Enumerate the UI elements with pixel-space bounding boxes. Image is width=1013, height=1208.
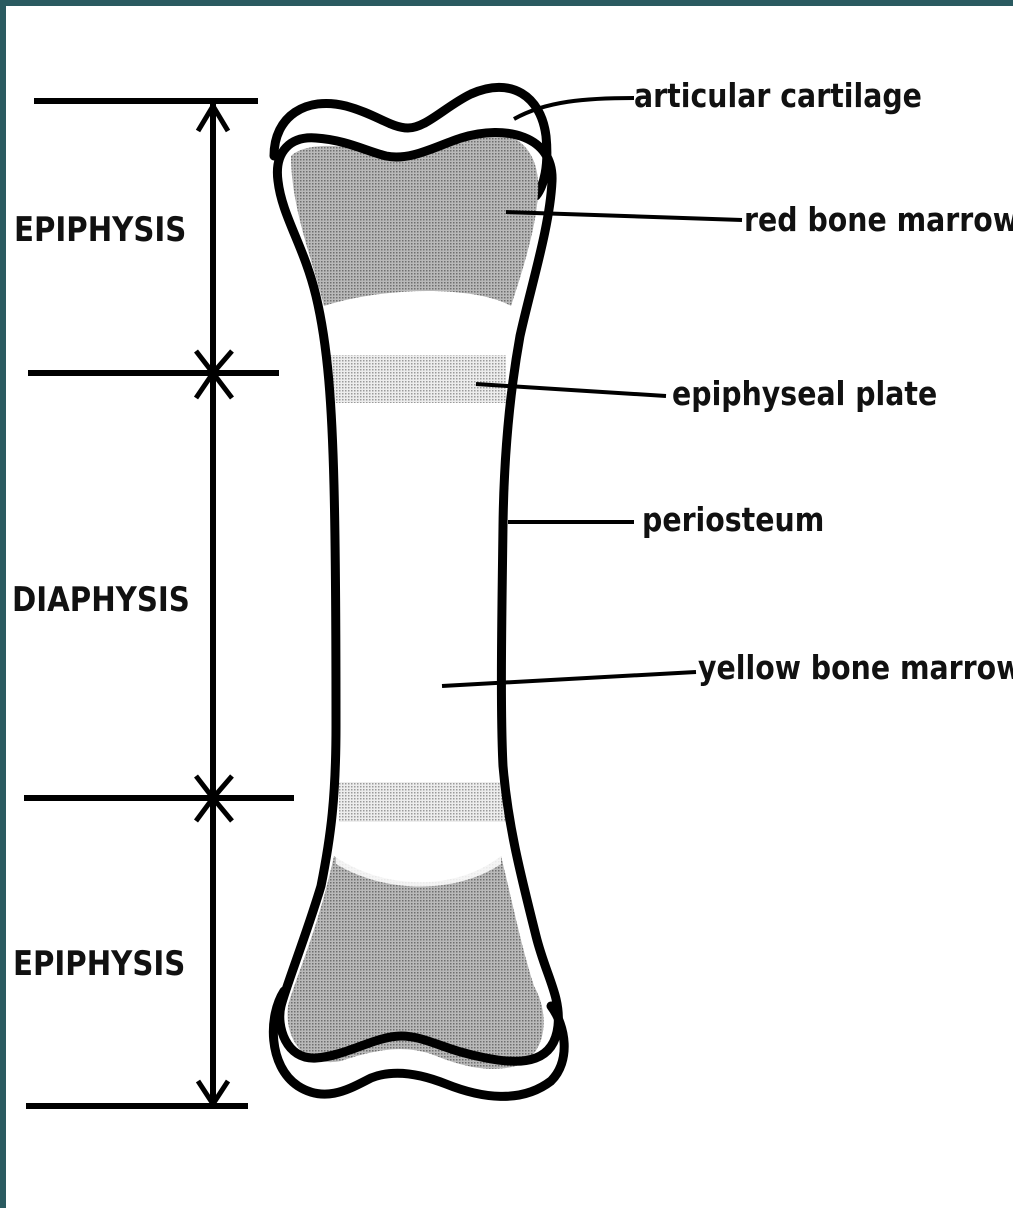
label-periosteum: periosteum bbox=[642, 500, 824, 539]
diagram-canvas: articular cartilage red bone marrow epip… bbox=[6, 6, 1013, 1208]
label-red-bone-marrow: red bone marrow bbox=[744, 200, 1013, 239]
epiphyseal-plate-top bbox=[329, 355, 506, 403]
leader-yellow-bone-marrow bbox=[442, 672, 696, 686]
label-diaphysis: DIAPHYSIS bbox=[12, 580, 190, 620]
epiphyseal-plate-bottom bbox=[339, 782, 506, 822]
red-bone-marrow-top bbox=[291, 133, 538, 306]
label-epiphysis-bottom: EPIPHYSIS bbox=[13, 944, 185, 984]
leader-red-bone-marrow bbox=[506, 212, 742, 220]
label-epiphyseal-plate: epiphyseal plate bbox=[672, 374, 937, 413]
label-epiphysis-top: EPIPHYSIS bbox=[14, 210, 186, 250]
label-articular-cartilage: articular cartilage bbox=[634, 76, 922, 115]
label-yellow-bone-marrow: yellow bone marrow bbox=[698, 648, 1013, 687]
